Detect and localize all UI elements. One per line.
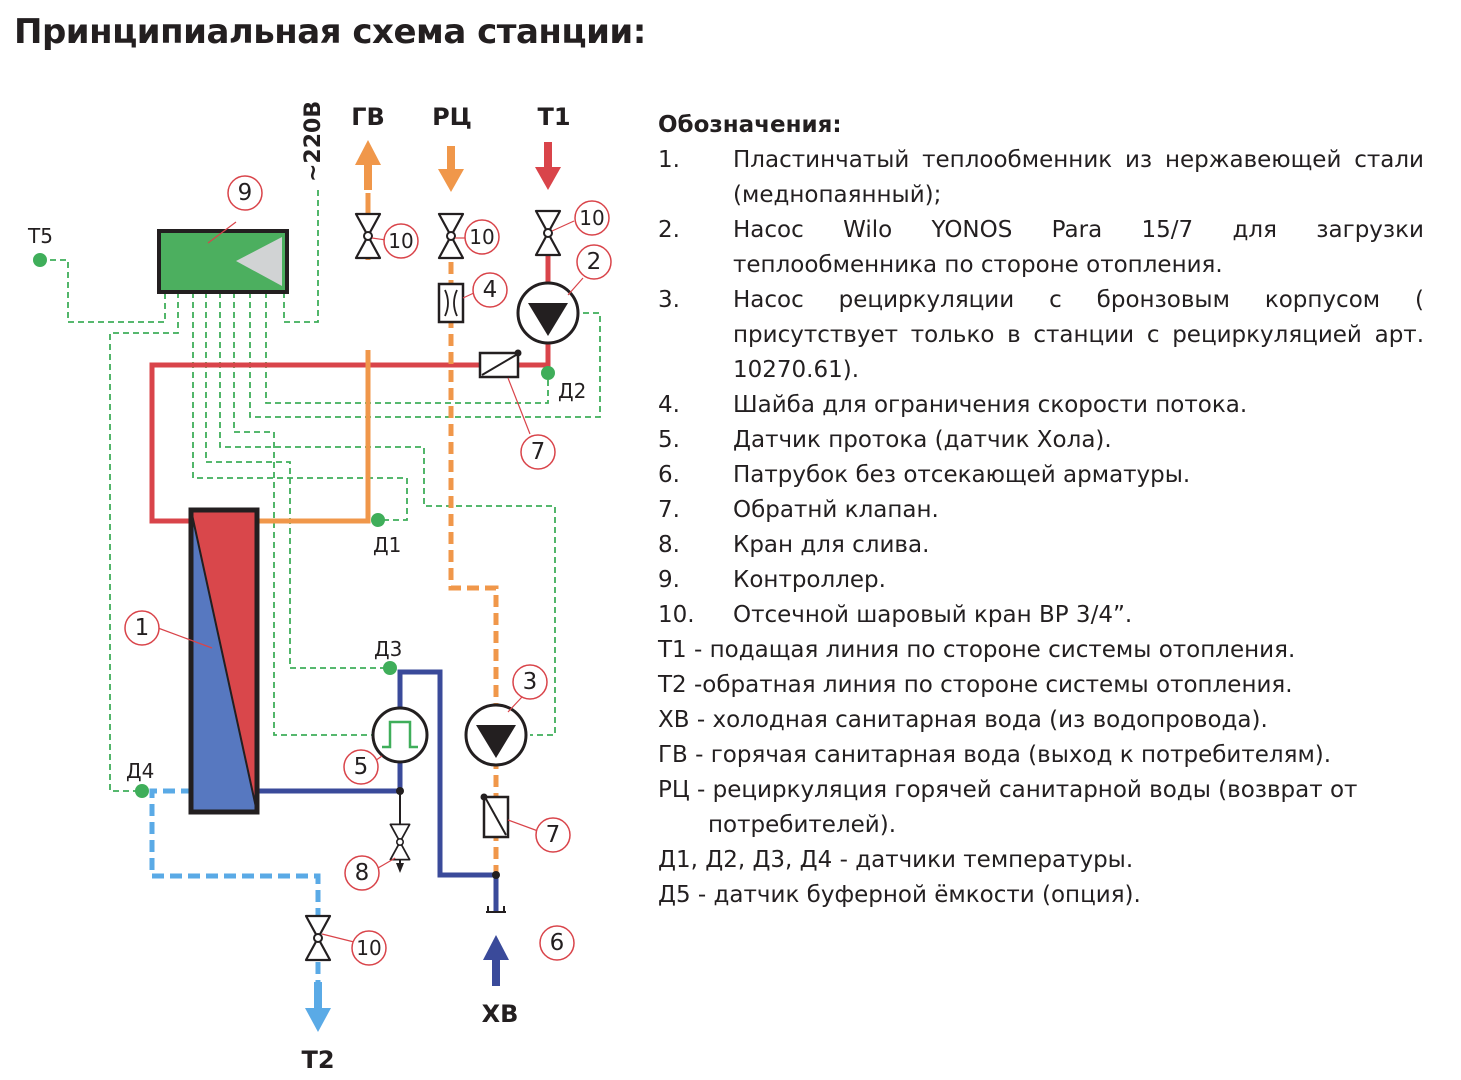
arrow-down-icon [438,169,464,192]
callout-circles [124,175,612,966]
sensor-t5-dot [33,253,47,267]
sensor-labels: Т5 Д1 Д2 Д3 Д4 [27,224,586,783]
ball-valve-t2 [304,914,355,962]
label-rc: РЦ [432,103,472,131]
flow-labels: ГВ РЦ Т1 Т2 ХВ ~220В [301,101,571,1074]
callout-4: 4 [483,277,498,303]
legend-item-number: 2. [658,217,680,243]
legend-item-text: Кран для слива. [733,532,930,558]
callout-8: 8 [355,860,370,886]
label-t5: Т5 [27,224,53,248]
label-d2: Д2 [558,379,586,403]
pump-2 [516,277,584,345]
legend-item-text: Патрубок без отсекающей арматуры. [733,462,1191,488]
label-d1: Д1 [373,533,401,557]
sensor-d2-dot [541,366,555,380]
abbreviation-t1: Т1 - подащая линия по стороне системы от… [658,637,1296,663]
arrow-up-icon [355,140,381,165]
label-d4: Д4 [126,759,154,783]
pump-3 [464,696,528,767]
arrow-down-icon [305,1008,331,1032]
check-valve-7-top [478,349,531,435]
legend-item-text: Шайба для ограничения скорости потока. [733,392,1248,418]
legend-item-number: 3. [658,287,680,313]
callout-7a: 7 [531,439,546,465]
callout-1: 1 [135,615,150,641]
abbreviation-rc: РЦ - рециркуляция горячей санитарной вод… [658,777,1358,838]
callout-10d: 10 [356,936,381,960]
legend-item-number: 9. [658,567,680,593]
abbreviation-gv: ГВ - горячая санитарная вода (выход к по… [658,742,1332,768]
legend-item: 8. Кран для слива. [658,528,1424,563]
signal-wires [40,190,601,792]
legend-heading: Обозначения: [658,112,842,138]
abbreviation-t2: Т2 -обратная линия по стороне системы от… [658,672,1293,698]
legend-item: 6. Патрубок без отсекающей арматуры. [658,458,1424,493]
ball-valve-rc [437,212,465,260]
abbreviation-hv: ХВ - холодная санитарная вода (из водопр… [658,707,1268,733]
heat-exchanger [188,507,260,815]
legend-item-number: 5. [658,427,680,453]
legend-item-number: 4. [658,392,680,418]
sensor-d4-dot [135,784,149,798]
legend-item: 9. Контроллер. [658,563,1424,598]
callout-3: 3 [523,669,538,695]
ball-valve-gv [354,212,387,260]
callout-6: 6 [550,930,565,956]
label-t2: Т2 [301,1046,334,1074]
legend-item: 1. Пластинчатый теплообменник из нержавею… [658,143,1424,213]
label-gv: ГВ [351,103,385,131]
legend-item-number: 6. [658,462,680,488]
drain-valve-8 [375,823,411,870]
legend-item: 5. Датчик протока (датчик Хола). [658,423,1424,458]
legend-item-text: Контроллер. [733,567,886,593]
legend-item: 2. Насос Wilo YONOS Para 15/7 для загрузк… [658,213,1424,283]
legend-item: 3. Насос рециркуляции с бронзовым корпусо… [658,283,1424,388]
legend-item: 10. Отсечной шаровый кран ВР 3/4”. [658,598,1424,633]
flow-sensor-5 [371,706,429,764]
legend: Обозначения: 1. Пластинчатый теплообменни… [658,108,1424,913]
label-t1: Т1 [537,103,570,131]
label-power: ~220В [301,101,326,182]
legend-item-text: Обратнй клапан. [733,497,939,523]
callout-7b: 7 [546,822,561,848]
dhw-pipe-gv [258,350,371,524]
callout-10b: 10 [469,225,494,249]
arrow-up-icon [483,935,509,960]
sensor-d1-dot [371,513,385,527]
return-pipe-t2 [149,788,321,1000]
legend-item-text: Датчик протока (датчик Хола). [733,427,1112,453]
legend-item: 4. Шайба для ограничения скорости потока. [658,388,1424,423]
page-title: Принципиальная схема станции: [14,12,646,52]
callout-10c: 10 [579,206,604,230]
nipple-fitting-6 [486,906,506,913]
check-valve-7-bottom [480,793,539,839]
callout-2: 2 [587,249,602,275]
label-d3: Д3 [374,637,402,661]
flow-restrictor-4 [437,282,477,324]
abbreviation-d5: Д5 - датчик буферной ёмкости (опция). [658,882,1141,908]
ball-valve-t1 [534,209,575,257]
legend-item-text: Отсечной шаровый кран ВР 3/4”. [733,602,1133,628]
legend-item-number: 8. [658,532,680,558]
callout-numbers: 1 2 3 4 5 6 7 7 8 9 10 10 10 10 [135,180,605,960]
callout-5: 5 [354,754,369,780]
legend-item-text: Насос рециркуляции с бронзовым корпусом … [733,287,1424,383]
legend-item-text: Пластинчатый теплообменник из нержавеюще… [733,147,1424,208]
legend-item-number: 10. [658,602,695,628]
sensors [33,253,555,798]
sensor-d3-dot [383,661,397,675]
legend-item: 7. Обратнй клапан. [658,493,1424,528]
controller [157,221,289,294]
callout-10a: 10 [388,229,413,253]
legend-item-number: 7. [658,497,680,523]
abbreviation-sensors: Д1, Д2, Д3, Д4 - датчики температуры. [658,847,1134,873]
arrow-down-icon [535,167,561,190]
callout-9: 9 [238,180,253,206]
label-hv: ХВ [482,1000,519,1028]
legend-item-number: 1. [658,147,680,173]
flow-arrows [305,140,561,1032]
legend-item-text: Насос Wilo YONOS Para 15/7 для загрузки … [733,217,1424,278]
